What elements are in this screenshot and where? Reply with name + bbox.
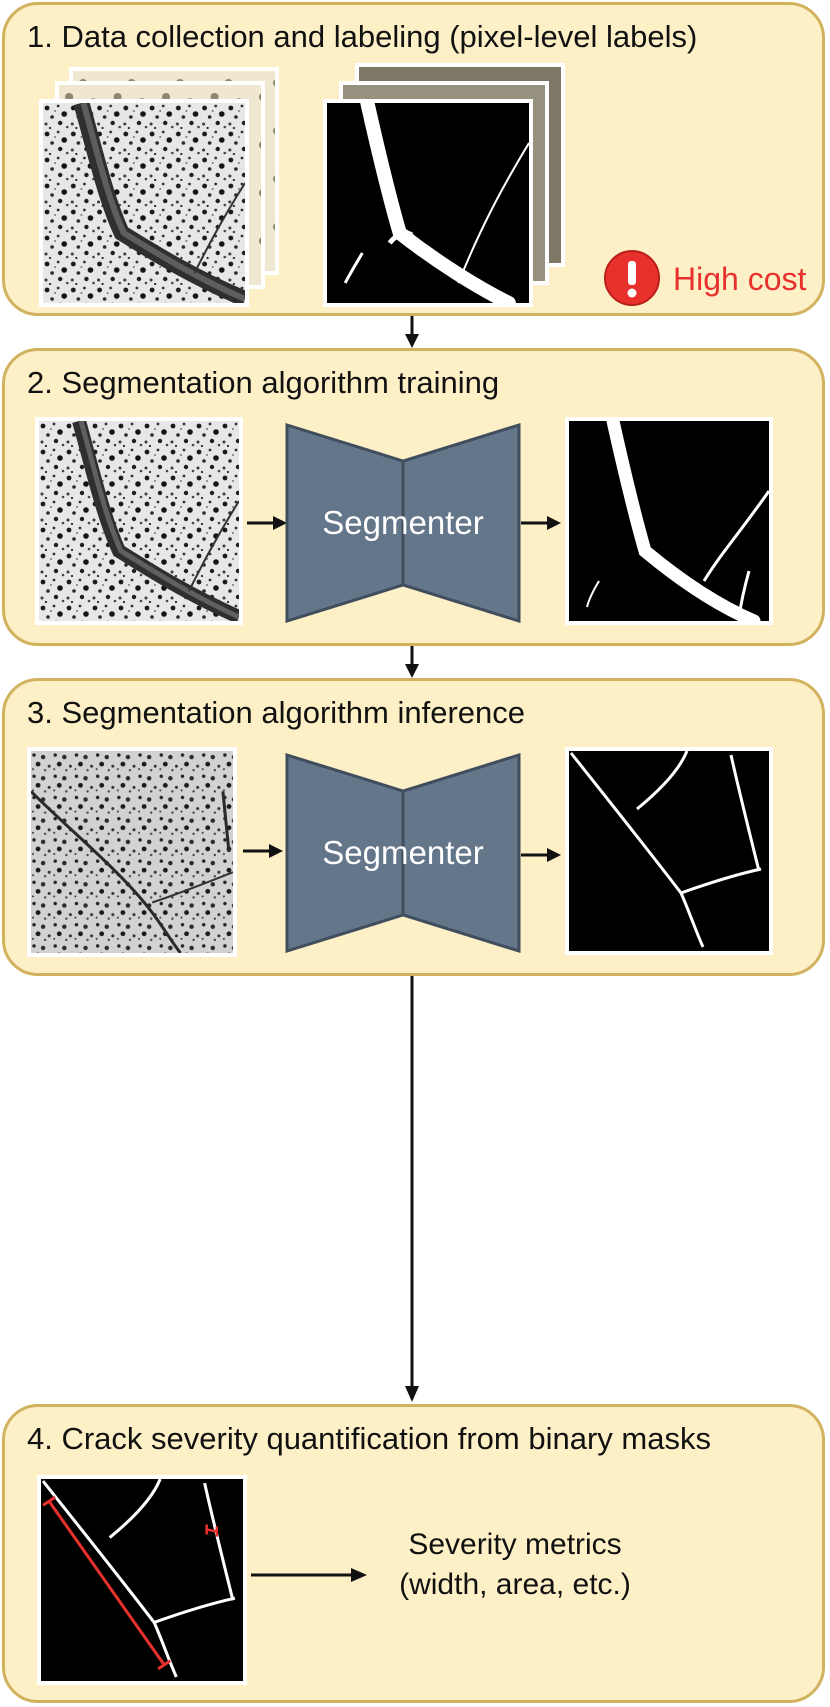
arrow-segmenter-to-inference-output [521, 848, 561, 862]
training-output-mask [565, 417, 773, 625]
step-1-title: 1. Data collection and labeling (pixel-l… [27, 19, 698, 54]
arrow-inference-input-to-segmenter [243, 844, 283, 858]
arrow-step-3-to-step-4 [405, 976, 419, 1402]
arrow-mask-to-metrics [251, 1568, 367, 1582]
step-2-panel: 2. Segmentation algorithm training Segme… [2, 348, 825, 646]
severity-metrics: Severity metrics (width, area, etc.) [365, 1525, 665, 1605]
raw-crack-image [39, 99, 249, 307]
label-mask-image [323, 99, 533, 307]
high-cost-label: High cost [673, 261, 807, 297]
warning-icon [603, 249, 661, 307]
segmenter-inference: Segmenter [285, 752, 521, 954]
step-3-title: 3. Segmentation algorithm inference [27, 695, 526, 730]
arrow-training-input-to-segmenter [247, 516, 287, 530]
training-input-image [35, 417, 243, 625]
step-4-panel: 4. Crack severity quantification from bi… [2, 1404, 825, 1703]
step-4-title: 4. Crack severity quantification from bi… [27, 1421, 711, 1456]
severity-metrics-examples: (width, area, etc.) [399, 1568, 631, 1601]
segmenter-training: Segmenter [285, 422, 521, 624]
arrow-step-1-to-step-2 [405, 316, 419, 348]
inference-input-image [27, 747, 237, 957]
arrow-segmenter-to-training-output [521, 516, 561, 530]
quantification-mask [37, 1475, 247, 1685]
arrow-step-2-to-step-3 [405, 646, 419, 678]
severity-metrics-title: Severity metrics [408, 1528, 622, 1561]
step-1-panel: 1. Data collection and labeling (pixel-l… [2, 2, 825, 316]
inference-output-mask [565, 747, 773, 955]
step-3-panel: 3. Segmentation algorithm inference Segm… [2, 678, 825, 976]
step-2-title: 2. Segmentation algorithm training [27, 365, 500, 400]
